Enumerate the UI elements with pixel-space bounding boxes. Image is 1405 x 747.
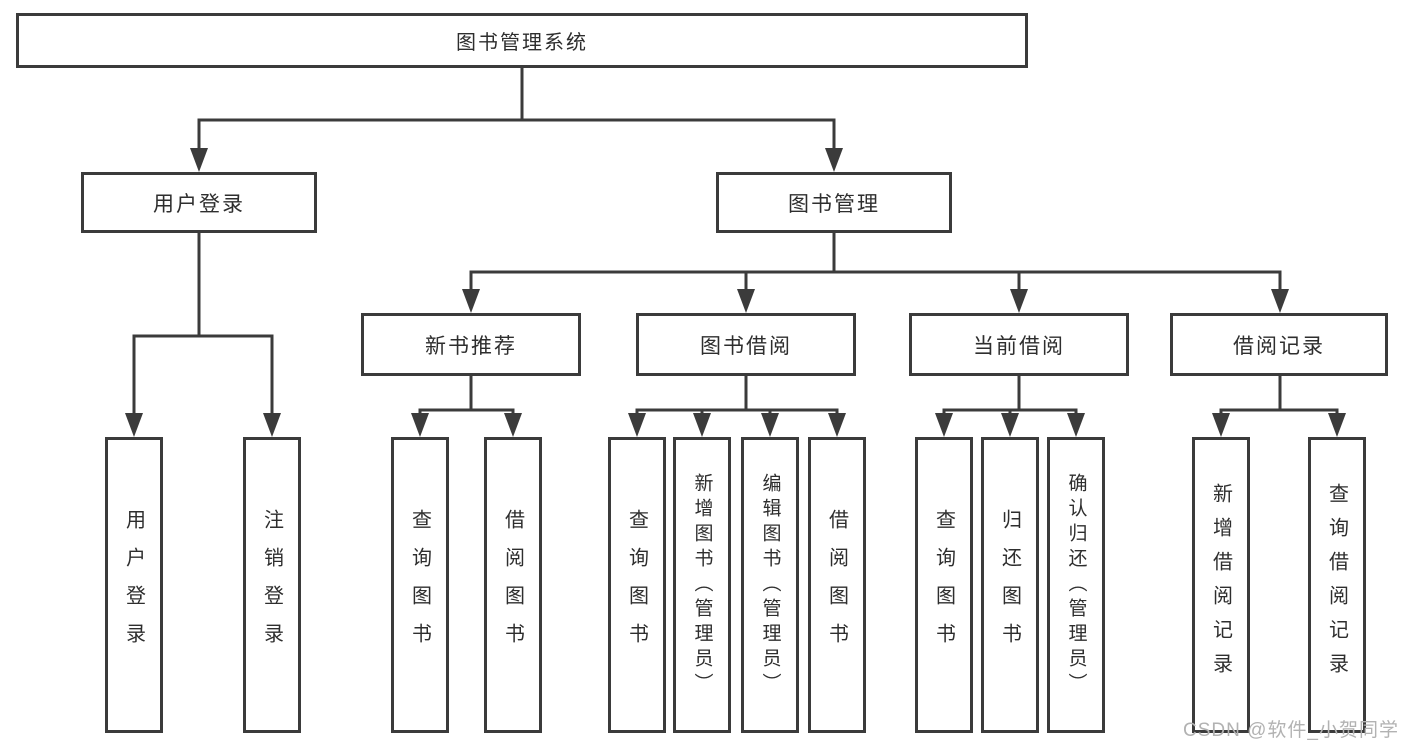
leaf-edit-books-admin: 编辑图书（管理员） — [741, 437, 799, 733]
leaf-query-books-3: 查询图书 — [915, 437, 973, 733]
leaf-query-books-1: 查询图书 — [391, 437, 449, 733]
node-book-management: 图书管理 — [716, 172, 952, 233]
leaf-confirm-return-admin: 确认归还（管理员） — [1047, 437, 1105, 733]
leaf-add-books-admin: 新增图书（管理员） — [673, 437, 731, 733]
arrowheads — [125, 148, 1346, 437]
node-current-borrowing: 当前借阅 — [909, 313, 1129, 376]
leaf-query-borrow-record: 查询借阅记录 — [1308, 437, 1366, 733]
node-borrowing-records: 借阅记录 — [1170, 313, 1388, 376]
csdn-watermark: CSDN @软件_小贺同学 — [1183, 720, 1399, 741]
leaf-user-login: 用户登录 — [105, 437, 163, 733]
node-book-borrowing: 图书借阅 — [636, 313, 856, 376]
node-user-login: 用户登录 — [81, 172, 317, 233]
leaf-logout: 注销登录 — [243, 437, 301, 733]
leaf-add-borrow-record: 新增借阅记录 — [1192, 437, 1250, 733]
node-new-book-recommend: 新书推荐 — [361, 313, 581, 376]
node-library-management-system: 图书管理系统 — [16, 13, 1028, 68]
leaf-borrow-books-2: 借阅图书 — [808, 437, 866, 733]
leaf-return-books: 归还图书 — [981, 437, 1039, 733]
leaf-query-books-2: 查询图书 — [608, 437, 666, 733]
leaf-borrow-books-1: 借阅图书 — [484, 437, 542, 733]
